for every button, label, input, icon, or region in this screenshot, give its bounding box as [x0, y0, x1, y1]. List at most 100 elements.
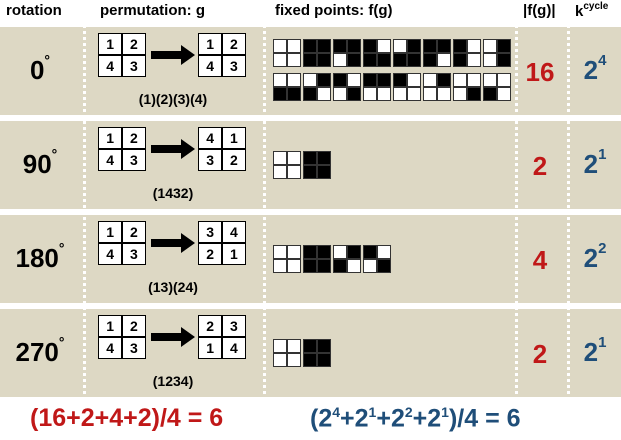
power-exponent: 4	[598, 52, 607, 70]
coloring-cell	[287, 74, 300, 87]
coloring-cell	[304, 53, 317, 66]
fixed-point-count: 4	[532, 245, 548, 275]
fixed-point-coloring	[453, 39, 481, 67]
coloring-cell	[304, 40, 317, 53]
coloring-cell	[274, 74, 287, 87]
fixed-point-coloring	[303, 245, 331, 273]
coloring-cell	[364, 259, 377, 272]
grid-cell: 3	[122, 55, 145, 76]
coloring-cell	[287, 340, 300, 353]
fixed-point-coloring	[273, 73, 301, 101]
grid-cell: 2	[122, 128, 145, 149]
coloring-cell	[497, 40, 510, 53]
header-permutation: permutation: g	[100, 2, 205, 19]
fixed-point-coloring	[273, 245, 301, 273]
separator-line	[567, 25, 570, 400]
coloring-cell	[274, 353, 287, 366]
fixed-point-coloring	[303, 339, 331, 367]
grid-cell: 2	[122, 222, 145, 243]
cycle-notation: (1432)	[152, 185, 194, 201]
coloring-cell	[287, 53, 300, 66]
header-kcycle: kcycle	[575, 1, 608, 20]
coloring-cell	[287, 40, 300, 53]
grid-cell: 3	[199, 149, 222, 170]
grid-cell: 2	[122, 316, 145, 337]
coloring-cell	[424, 87, 437, 100]
separator-line	[83, 25, 86, 400]
coloring-cell	[304, 353, 317, 366]
coloring-cell	[437, 53, 450, 66]
cycle-notation: (13)(24)	[148, 279, 198, 295]
grid-cell: 3	[199, 222, 222, 243]
coloring-cell	[317, 152, 330, 165]
coloring-cell	[304, 152, 317, 165]
grid-cell: 1	[222, 128, 245, 149]
rotation-label: 180°	[0, 240, 85, 274]
fixed-point-coloring	[303, 73, 331, 101]
coloring-cell	[437, 87, 450, 100]
coloring-cell	[287, 246, 300, 259]
grid-cell: 4	[99, 55, 122, 76]
formula-close: )/4 = 6	[448, 404, 521, 433]
coloring-cell	[304, 246, 317, 259]
coloring-cell	[347, 53, 360, 66]
formula-term-base: 2	[354, 404, 369, 433]
grid-cell: 4	[99, 243, 122, 264]
cycle-power: 24	[570, 52, 620, 86]
fixed-point-coloring	[423, 73, 451, 101]
cycle-notation: (1)(2)(3)(4)	[138, 91, 208, 107]
fixed-point-coloring	[273, 151, 301, 179]
coloring-cell	[394, 40, 407, 53]
coloring-cell	[364, 87, 377, 100]
coloring-cell	[334, 259, 347, 272]
formula-term-base: 2	[390, 404, 405, 433]
coloring-cell	[424, 40, 437, 53]
grid-cell: 1	[99, 316, 122, 337]
power-base: 2	[583, 243, 599, 273]
coloring-cell	[377, 53, 390, 66]
cycle-power: 21	[570, 146, 620, 180]
coloring-cell	[497, 53, 510, 66]
coloring-cell	[407, 40, 420, 53]
coloring-cell	[437, 74, 450, 87]
mapping-arrow-icon	[151, 327, 195, 347]
fixed-point-coloring	[363, 245, 391, 273]
coloring-cell	[347, 74, 360, 87]
fixed-point-coloring	[303, 39, 331, 67]
header-fixed-points: fixed points: f(g)	[275, 2, 393, 19]
formula-term-op: +	[412, 404, 428, 433]
power-exponent: 2	[598, 240, 607, 258]
grid-cell: 4	[99, 337, 122, 358]
coloring-cell	[437, 40, 450, 53]
coloring-cell	[287, 152, 300, 165]
coloring-cell	[424, 74, 437, 87]
coloring-cell	[347, 246, 360, 259]
coloring-cell	[364, 74, 377, 87]
fixed-point-coloring	[363, 39, 391, 67]
coloring-cell	[454, 53, 467, 66]
coloring-cell	[287, 353, 300, 366]
grid-cell: 4	[99, 149, 122, 170]
grid-cell: 2	[199, 243, 222, 264]
formula-term-op: +	[376, 404, 391, 433]
fixed-point-coloring	[333, 39, 361, 67]
coloring-cell	[334, 87, 347, 100]
coloring-cell	[364, 40, 377, 53]
header-kcycle-base: k	[575, 3, 584, 20]
coloring-cell	[274, 53, 287, 66]
coloring-cell	[454, 74, 467, 87]
header-count: |f(g)|	[523, 2, 556, 19]
coloring-cell	[364, 53, 377, 66]
formula-term-base: 2	[318, 404, 333, 433]
coloring-cell	[484, 40, 497, 53]
separator-line	[263, 25, 266, 400]
separator-line	[515, 25, 518, 400]
